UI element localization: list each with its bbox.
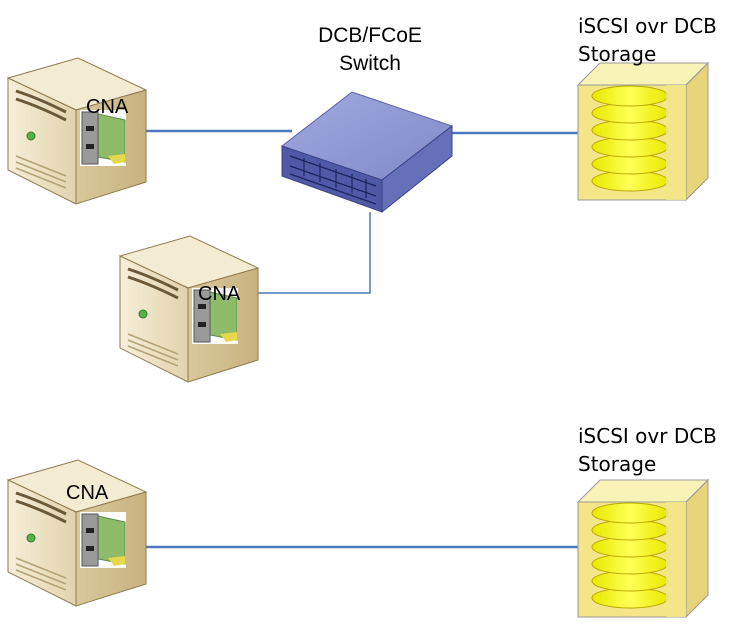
cna-label: CNA (66, 482, 109, 504)
storage-label: iSCSI ovr DCB Storage (578, 422, 717, 478)
switch-label-line1: DCB/FCoE (318, 24, 422, 47)
link-server2-switch (258, 212, 371, 294)
switch-icon (280, 91, 454, 214)
storage-label-line1: iSCSI ovr DCB (578, 424, 717, 448)
cna-label: CNA (86, 96, 129, 118)
server-icon (118, 234, 260, 384)
storage-icon (577, 479, 709, 618)
storage-label: iSCSI ovr DCB Storage (578, 12, 717, 68)
cna-label: CNA (198, 283, 241, 305)
server-icon (6, 56, 148, 206)
storage-label-line2: Storage (578, 42, 657, 66)
storage-label-line1: iSCSI ovr DCB (578, 14, 717, 38)
switch-label-line2: Switch (339, 52, 401, 75)
storage-icon (577, 62, 709, 201)
switch-label: DCB/FCoE Switch (270, 22, 470, 78)
storage-label-line2: Storage (578, 452, 657, 476)
